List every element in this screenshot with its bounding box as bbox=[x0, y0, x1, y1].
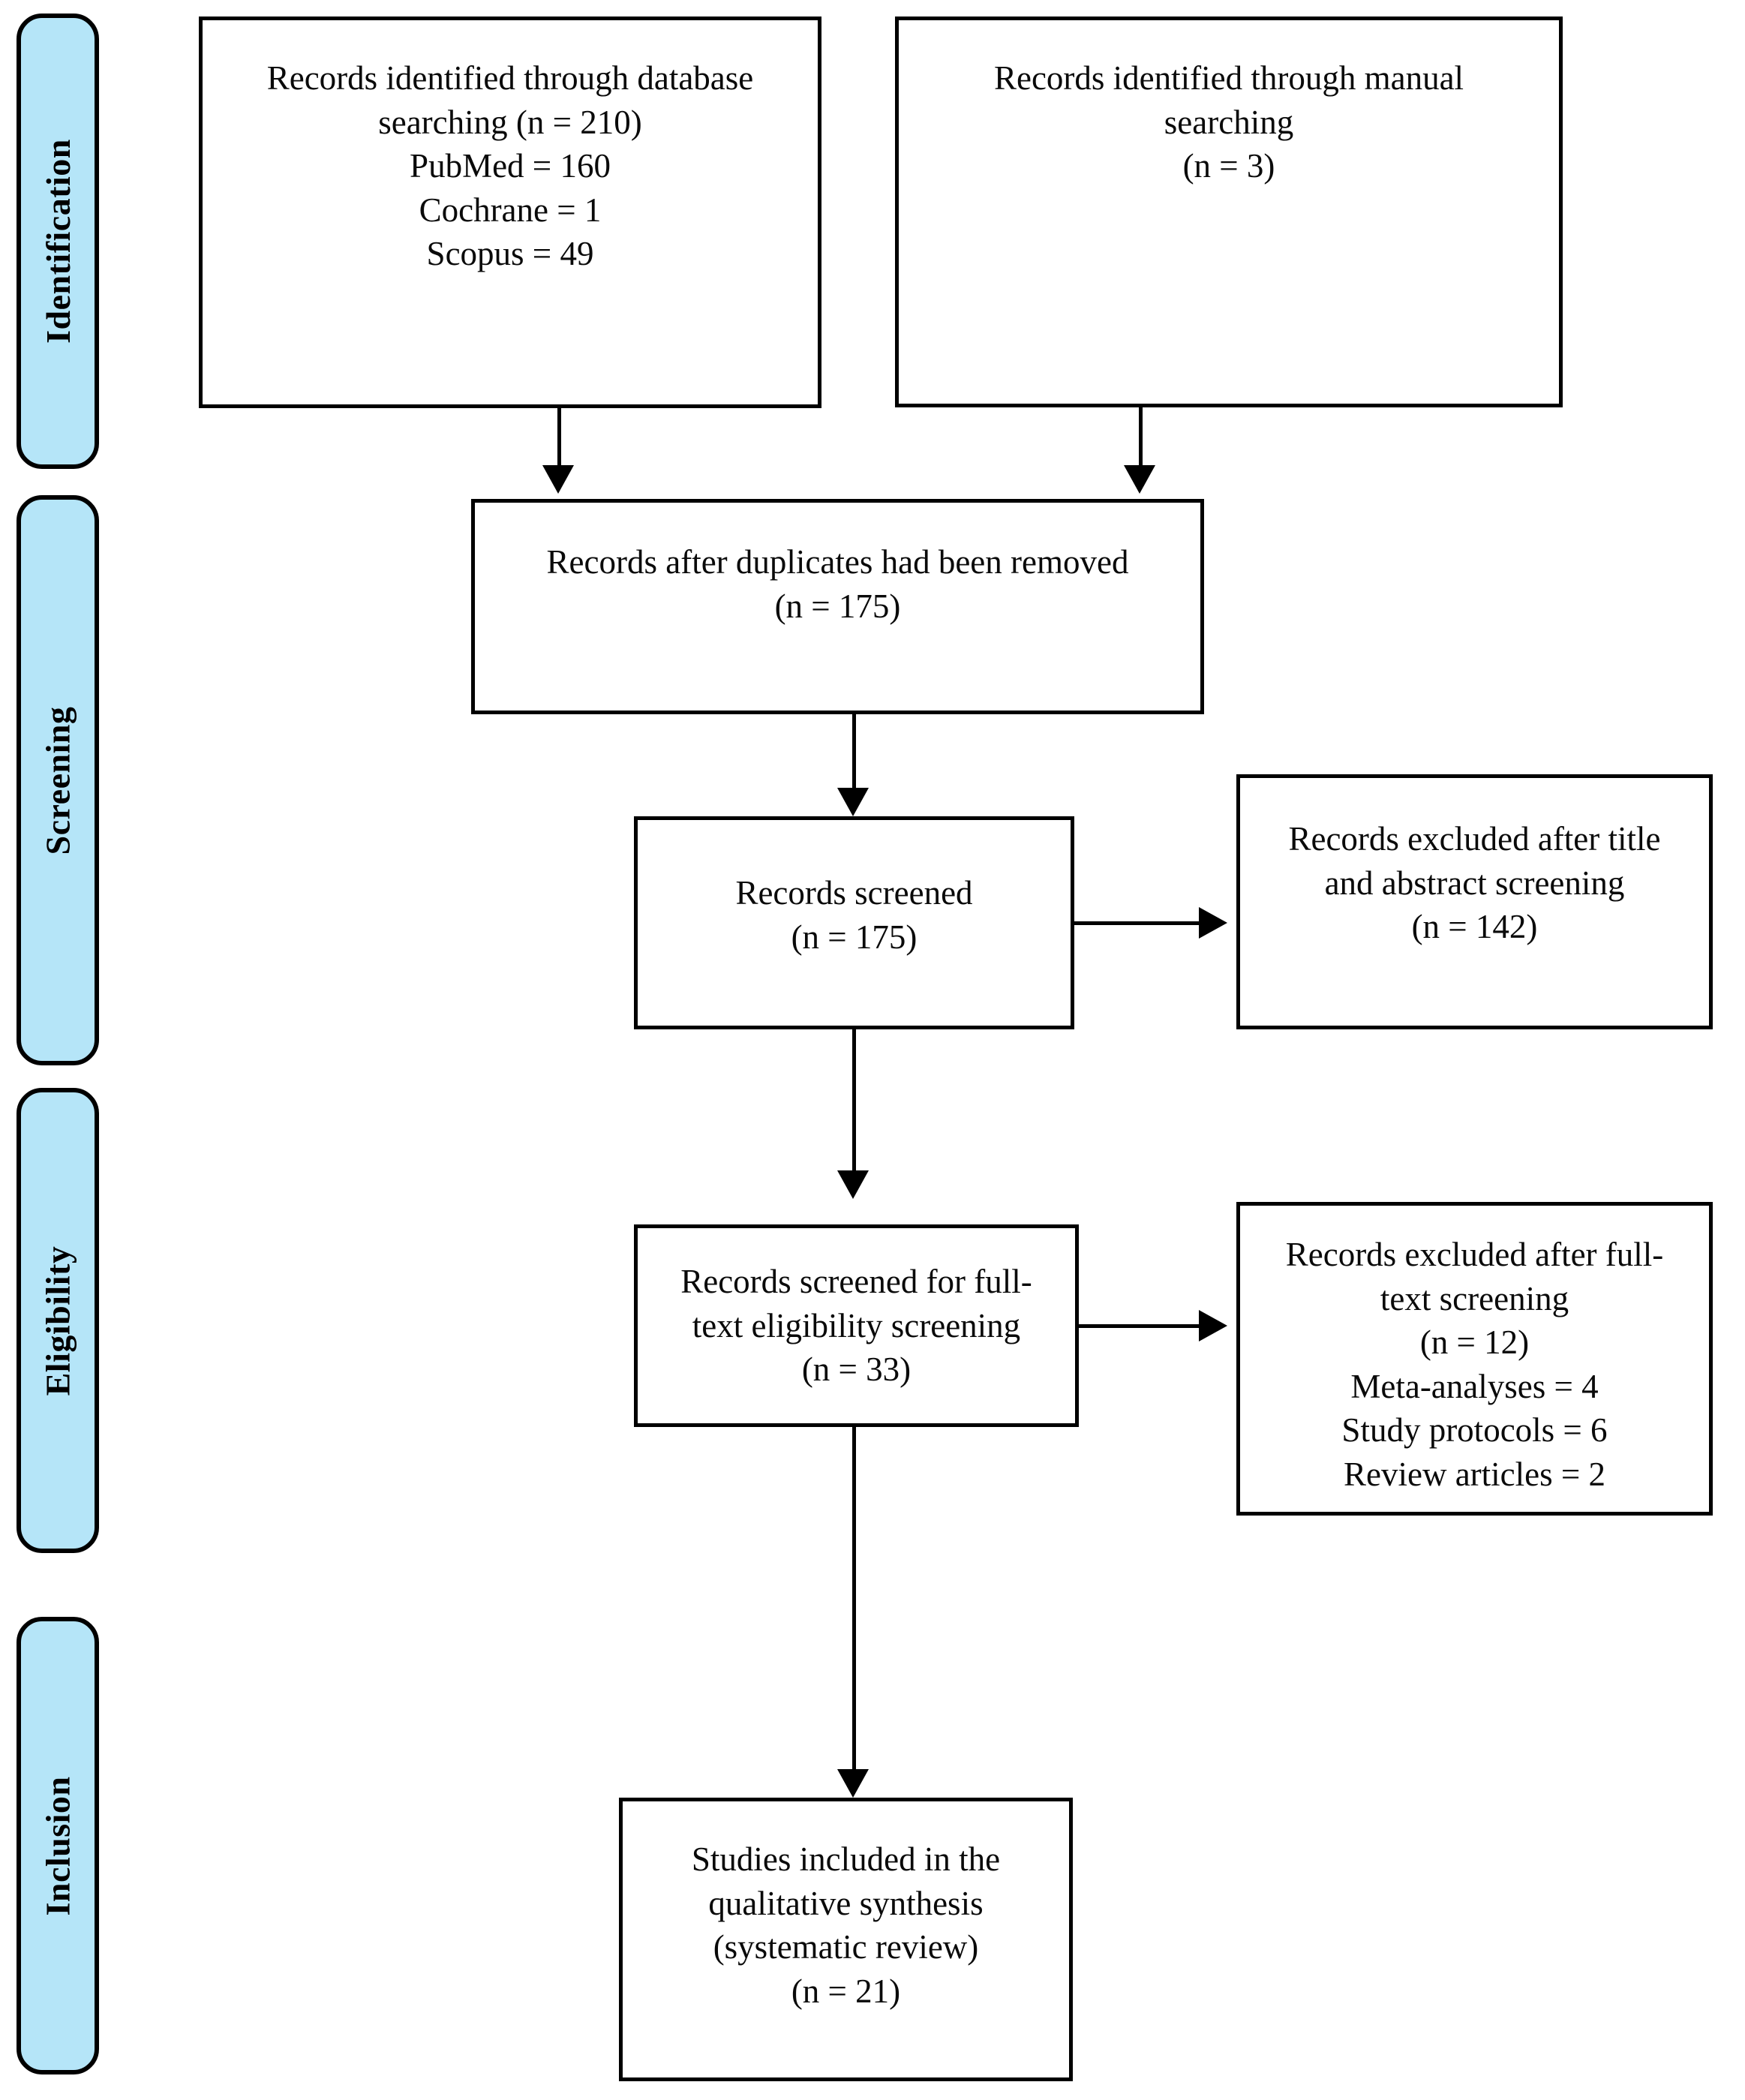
box-manual-search: Records identified through manual search… bbox=[895, 17, 1563, 407]
box-records-screened: Records screened (n = 175) bbox=[634, 816, 1074, 1029]
arrowhead-fulltext-to-excluded-fulltext bbox=[1199, 1310, 1227, 1341]
box-database-search-text: Records identified through database sear… bbox=[266, 59, 754, 272]
box-excluded-title-abstract: Records excluded after title and abstrac… bbox=[1236, 774, 1713, 1029]
connector-screened-to-fulltext bbox=[852, 1029, 856, 1172]
box-manual-search-text: Records identified through manual search… bbox=[993, 59, 1464, 185]
box-excluded-fulltext: Records excluded after full- text screen… bbox=[1236, 1202, 1713, 1516]
box-duplicates-removed-text: Records after duplicates had been remove… bbox=[546, 543, 1129, 625]
arrowhead-fulltext-to-included bbox=[837, 1769, 869, 1798]
box-fulltext-screened-text: Records screened for full- text eligibil… bbox=[680, 1263, 1032, 1388]
stage-label-eligibility: Eligibility bbox=[38, 1245, 77, 1395]
connector-screened-to-excluded-title bbox=[1074, 921, 1200, 925]
box-fulltext-screened: Records screened for full- text eligibil… bbox=[634, 1224, 1079, 1427]
stage-pill-identification: Identification bbox=[17, 14, 99, 469]
arrowhead-screened-to-excluded-title bbox=[1199, 907, 1227, 939]
stage-label-inclusion: Inclusion bbox=[38, 1775, 77, 1916]
box-database-search: Records identified through database sear… bbox=[199, 17, 821, 408]
box-records-screened-text: Records screened (n = 175) bbox=[735, 874, 973, 956]
box-included-studies: Studies included in the qualitative synt… bbox=[619, 1798, 1073, 2081]
stage-label-identification: Identification bbox=[38, 139, 77, 344]
connector-manual-to-duplicates bbox=[1139, 407, 1143, 467]
connector-fulltext-to-excluded-fulltext bbox=[1079, 1324, 1200, 1328]
arrowhead-screened-to-fulltext bbox=[837, 1170, 869, 1199]
box-duplicates-removed: Records after duplicates had been remove… bbox=[471, 499, 1204, 714]
arrowhead-duplicates-to-screened bbox=[837, 788, 869, 816]
arrowhead-manual-to-duplicates bbox=[1124, 465, 1155, 494]
box-excluded-fulltext-text: Records excluded after full- text screen… bbox=[1285, 1236, 1664, 1493]
connector-database-to-duplicates bbox=[557, 408, 561, 468]
box-included-studies-text: Studies included in the qualitative synt… bbox=[691, 1840, 1001, 2010]
stage-pill-eligibility: Eligibility bbox=[17, 1088, 99, 1553]
stage-pill-inclusion: Inclusion bbox=[17, 1617, 99, 2074]
arrowhead-database-to-duplicates bbox=[542, 465, 574, 494]
stage-label-screening: Screening bbox=[38, 706, 77, 855]
box-excluded-title-abstract-text: Records excluded after title and abstrac… bbox=[1288, 820, 1661, 945]
connector-duplicates-to-screened bbox=[852, 714, 856, 789]
connector-fulltext-to-included bbox=[852, 1427, 856, 1772]
stage-pill-screening: Screening bbox=[17, 495, 99, 1065]
